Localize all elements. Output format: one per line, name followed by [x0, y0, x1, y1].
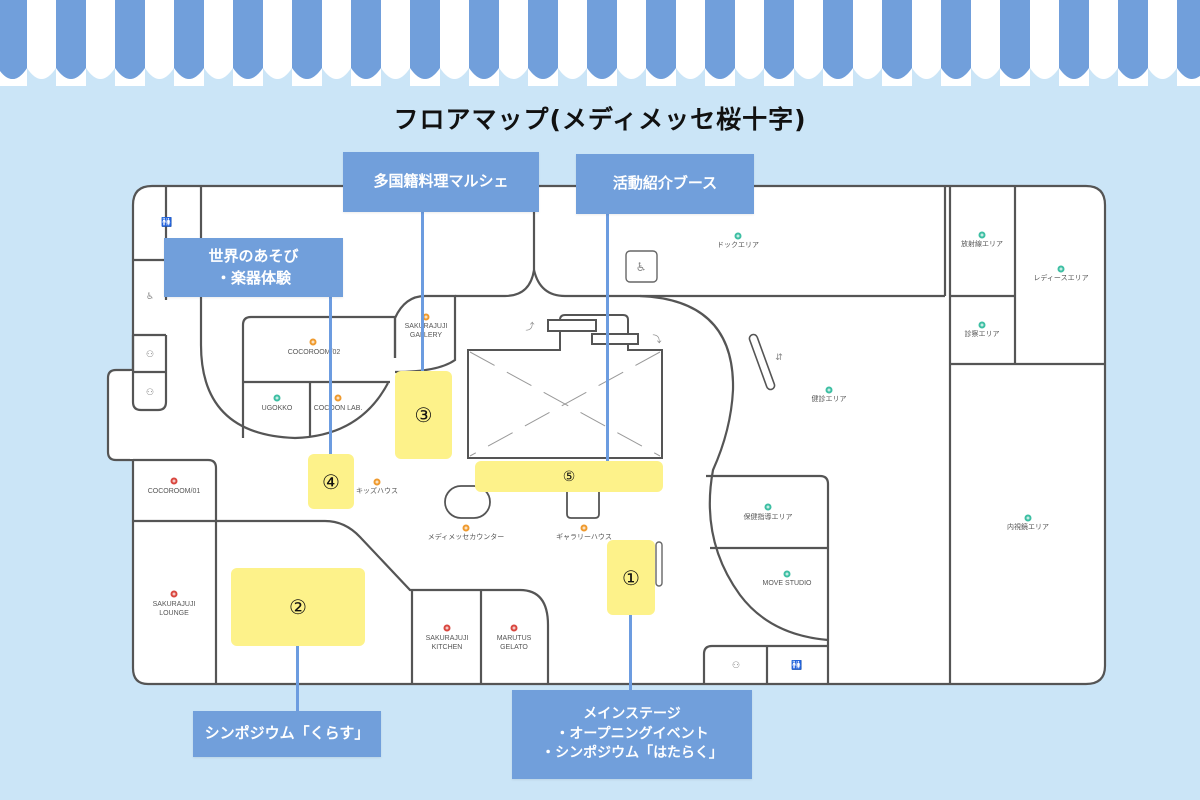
play-marker-icon [373, 478, 381, 486]
zone-2-highlight[interactable]: ② [231, 568, 365, 646]
connector-booth [606, 213, 609, 463]
health-marker-icon [978, 231, 986, 239]
nursing-room-icon: ⚇ [145, 388, 155, 398]
nursing-room-icon: ⚇ [145, 350, 155, 360]
health-marker-icon [1024, 514, 1032, 522]
connector-world-play [329, 296, 332, 456]
food-marker-icon [443, 624, 451, 632]
room-counter[interactable]: メディメッセカウンター [427, 534, 505, 541]
room-ladies[interactable]: レディースエリア [1033, 275, 1089, 282]
food-marker-icon [170, 477, 178, 485]
play-marker-icon [309, 338, 317, 346]
health-marker-icon [978, 321, 986, 329]
accessible-toilet-icon: ♿ [145, 292, 155, 302]
callout-line: 活動紹介ブース [612, 174, 718, 193]
room-move-studio[interactable]: MOVE STUDIO [762, 580, 812, 587]
page-title: フロアマップ(メディメッセ桜十字) [393, 105, 807, 134]
health-marker-icon [764, 503, 772, 511]
room-guidance[interactable]: 保健指導エリア [743, 514, 793, 521]
food-marker-icon [170, 590, 178, 598]
restroom-icon: 🚻 [791, 661, 803, 671]
play-marker-icon [462, 524, 470, 532]
callout-line: ・楽器体験 [215, 268, 291, 287]
callout-line: ・シンポジウム「はたらく」 [541, 745, 723, 762]
health-marker-icon [783, 570, 791, 578]
nursing-room-icon: ⚇ [731, 661, 741, 671]
zone-4-highlight[interactable]: ④ [308, 454, 354, 509]
callout-line: ・オープニングイベント [555, 725, 709, 742]
zone-1-highlight[interactable]: ① [607, 540, 655, 615]
connector-main-stage [629, 614, 632, 690]
zone-5-highlight[interactable]: ⑤ [475, 461, 663, 492]
callout-line: メインステージ [583, 706, 681, 723]
callout-main-stage[interactable]: メインステージ ・オープニングイベント ・シンポジウム「はたらく」 [512, 690, 752, 779]
food-marker-icon [510, 624, 518, 632]
escalator-icon: ⤵ [652, 335, 662, 346]
room-endoscopy[interactable]: 内視鏡エリア [1007, 524, 1049, 531]
play-marker-icon [422, 313, 430, 321]
room-xray[interactable]: 放射線エリア [961, 241, 1003, 248]
room-cocoon-lab[interactable]: COCOON LAB. [313, 405, 363, 412]
room-cocoroom02[interactable]: COCOROOM/02 [287, 349, 341, 356]
play-marker-icon [580, 524, 588, 532]
health-marker-icon [825, 386, 833, 394]
callout-booth[interactable]: 活動紹介ブース [576, 154, 754, 214]
callout-line: シンポジウム「くらす」 [204, 724, 370, 743]
callout-line: 世界のあそび [208, 246, 299, 265]
connector-symposium [296, 645, 299, 713]
health-marker-icon [734, 232, 742, 240]
room-checkup[interactable]: 健診エリア [811, 396, 847, 403]
room-dock[interactable]: ドックエリア [717, 242, 759, 249]
room-exam[interactable]: 診察エリア [964, 331, 1000, 338]
wheelchair-icon: ♿ [635, 260, 647, 274]
health-marker-icon [1057, 265, 1065, 273]
room-cocoroom01[interactable]: COCOROOM/01 [147, 488, 201, 495]
play-marker-icon [334, 394, 342, 402]
connector-marche [421, 211, 424, 371]
callout-symposium-kurasu[interactable]: シンポジウム「くらす」 [193, 711, 381, 757]
restroom-icon: 🚻 [161, 218, 173, 228]
room-kids-house[interactable]: キッズハウス [356, 488, 398, 495]
callout-line: 多国籍料理マルシェ [373, 172, 509, 191]
health-marker-icon [273, 394, 281, 402]
awning-decoration [0, 0, 1200, 86]
zone-3-highlight[interactable]: ③ [395, 371, 452, 459]
room-ugokko[interactable]: UGOKKO [261, 405, 293, 412]
callout-marche[interactable]: 多国籍料理マルシェ [343, 152, 539, 212]
room-gallery-house[interactable]: ギャラリーハウス [556, 534, 612, 541]
stairs-icon: ⇵ [775, 353, 783, 363]
escalator-icon: ⤴ [525, 322, 535, 333]
callout-world-play[interactable]: 世界のあそび ・楽器体験 [164, 238, 343, 297]
